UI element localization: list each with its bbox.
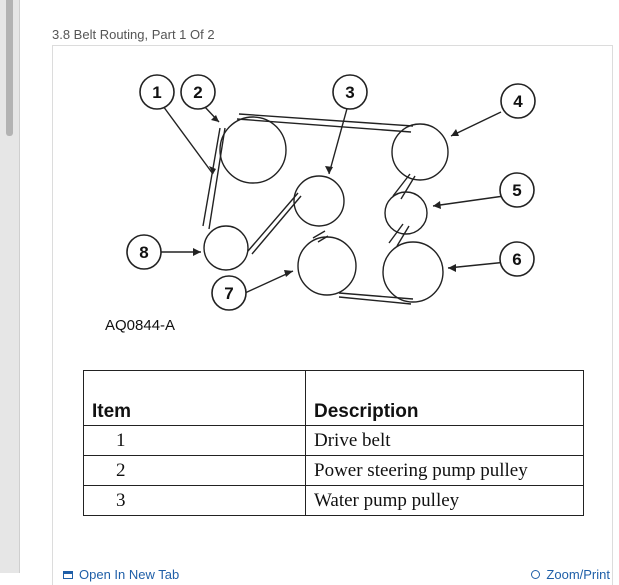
description-cell: Drive belt — [305, 425, 584, 456]
zoom-print-label: Zoom/Print — [546, 567, 610, 582]
table-header-row: Item Description — [83, 370, 584, 426]
callout-6-label: 6 — [512, 250, 521, 269]
callout-4-label: 4 — [513, 92, 523, 111]
new-tab-icon — [63, 570, 73, 579]
item-cell: 2 — [83, 455, 306, 486]
figure-footer: Open In New Tab Zoom/Print — [53, 565, 614, 585]
pulley-7 — [297, 236, 357, 296]
column-header-item: Item — [83, 370, 306, 426]
zoom-print-link[interactable]: Zoom/Print — [531, 567, 610, 582]
callout-3-label: 3 — [345, 83, 354, 102]
pulley-8 — [203, 225, 249, 271]
table-row: 1 Drive belt — [83, 425, 584, 456]
callout-1-label: 1 — [152, 83, 161, 102]
pulley-5 — [384, 191, 428, 235]
item-cell: 1 — [83, 425, 306, 456]
callout-7-label: 7 — [224, 284, 233, 303]
zoom-icon — [531, 570, 541, 579]
table-row: 3 Water pump pulley — [83, 485, 584, 516]
figure-caption: 3.8 Belt Routing, Part 1 Of 2 — [52, 27, 215, 42]
figure-card: 1 2 3 4 5 6 7 8 AQ0844-A — [52, 45, 613, 585]
left-scrollbar[interactable] — [0, 0, 20, 573]
pulley-4 — [391, 123, 449, 181]
callout-8: 8 — [126, 234, 162, 270]
open-in-new-tab-label: Open In New Tab — [79, 567, 180, 582]
callout-2: 2 — [180, 74, 216, 110]
callout-4: 4 — [500, 83, 536, 119]
callout-5-label: 5 — [512, 181, 521, 200]
callout-3: 3 — [332, 74, 368, 110]
pulley-2 — [219, 116, 287, 184]
item-cell: 3 — [83, 485, 306, 516]
column-header-description: Description — [305, 370, 584, 426]
table-row: 2 Power steering pump pulley — [83, 455, 584, 486]
scrollbar-thumb[interactable] — [6, 0, 13, 136]
pulley-3 — [293, 175, 345, 227]
figure-id: AQ0844-A — [105, 317, 175, 334]
belt-routing-diagram: 1 2 3 4 5 6 7 8 AQ0844-A — [105, 74, 536, 334]
pulley-6 — [382, 241, 444, 303]
callout-1: 1 — [139, 74, 175, 110]
callout-2-label: 2 — [193, 83, 202, 102]
callout-7: 7 — [211, 275, 247, 311]
description-cell: Water pump pulley — [305, 485, 584, 516]
callout-6: 6 — [499, 241, 535, 277]
callout-5: 5 — [499, 172, 535, 208]
callout-8-label: 8 — [139, 243, 148, 262]
description-cell: Power steering pump pulley — [305, 455, 584, 486]
open-in-new-tab-link[interactable]: Open In New Tab — [63, 567, 179, 582]
parts-table: Item Description 1 Drive belt 2 Power st… — [83, 370, 584, 516]
